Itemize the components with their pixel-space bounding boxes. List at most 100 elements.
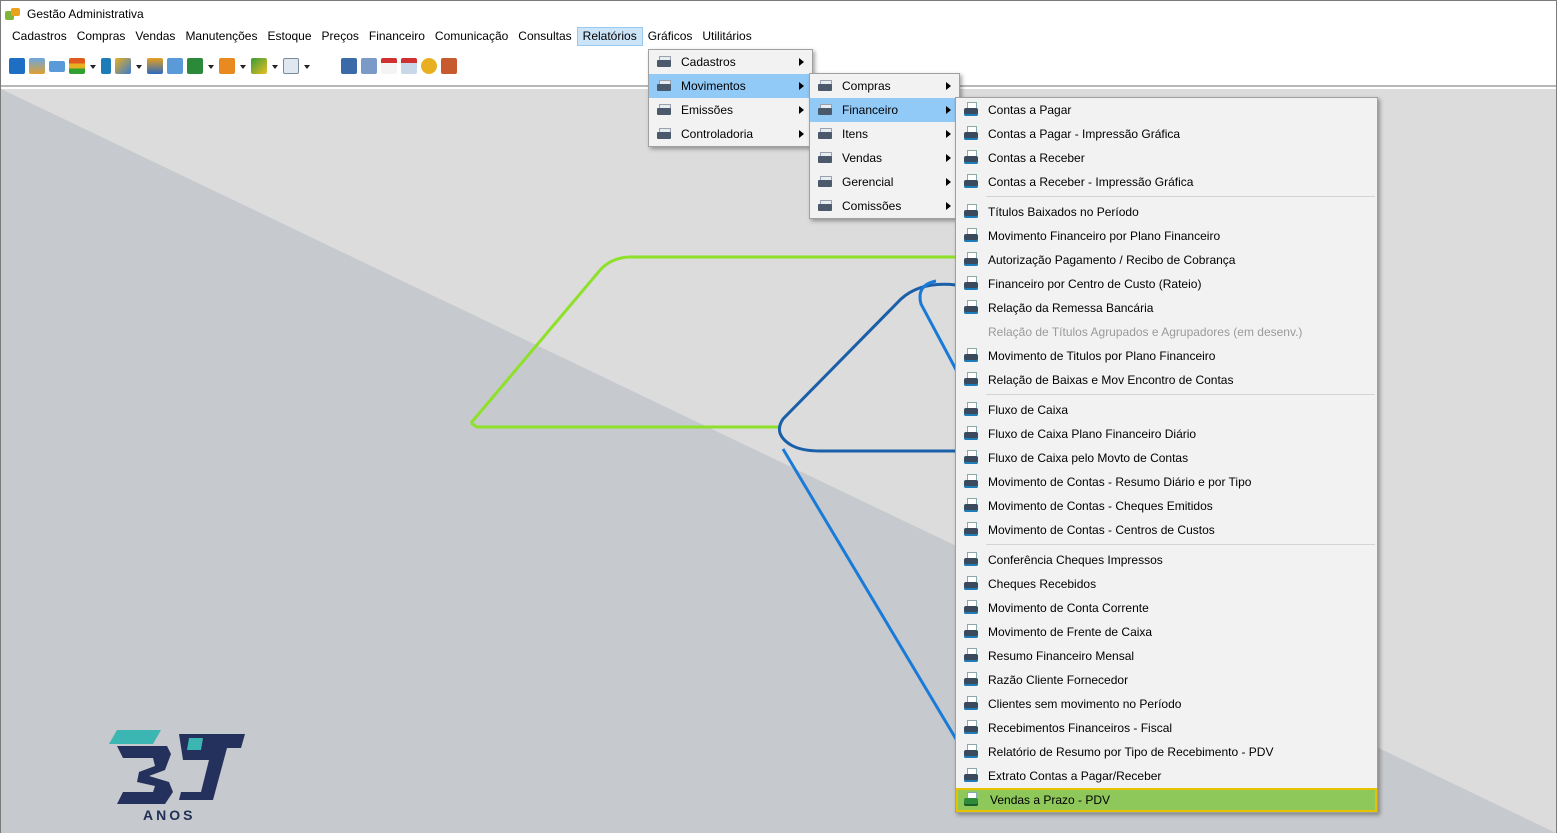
report-icon xyxy=(964,624,978,638)
menu-vendas[interactable]: Vendas xyxy=(135,29,176,43)
menu-item-controladoria[interactable]: Controladoria xyxy=(649,122,812,146)
report-item-conta-corrente[interactable]: Movimento de Conta Corrente xyxy=(956,596,1377,620)
report-item-contas-centros-custos[interactable]: Movimento de Contas - Centros de Custos xyxy=(956,518,1377,542)
building-icon[interactable] xyxy=(9,58,25,74)
report-icon xyxy=(964,522,978,536)
menu-item-emissoes[interactable]: Emissões xyxy=(649,98,812,122)
report-item-titulos-baixados[interactable]: Títulos Baixados no Período xyxy=(956,200,1377,224)
menu-item-movimentos[interactable]: Movimentos xyxy=(649,74,812,98)
report-item-contas-a-receber[interactable]: Contas a Receber xyxy=(956,146,1377,170)
menu-estoque[interactable]: Estoque xyxy=(267,29,312,43)
person-icon[interactable] xyxy=(147,58,163,74)
chart-bars-icon[interactable] xyxy=(69,58,85,74)
report-item-label: Movimento de Contas - Centros de Custos xyxy=(988,523,1215,537)
menu-item-label: Controladoria xyxy=(681,127,754,141)
report-item-label: Movimento de Conta Corrente xyxy=(988,601,1149,615)
menu-item-financeiro[interactable]: Financeiro xyxy=(810,98,959,122)
report-item-baixas-encontro-contas[interactable]: Relação de Baixas e Mov Encontro de Cont… xyxy=(956,368,1377,392)
report-item-recebimentos-fiscal[interactable]: Recebimentos Financeiros - Fiscal xyxy=(956,716,1377,740)
report-item-extrato-contas[interactable]: Extrato Contas a Pagar/Receber xyxy=(956,764,1377,788)
report-item-vendas-a-prazo-pdv[interactable]: Vendas a Prazo - PDV xyxy=(956,788,1377,812)
menu-comunicacao[interactable]: Comunicação xyxy=(434,29,509,43)
chevron-down-icon[interactable] xyxy=(271,58,279,74)
menu-relatorios[interactable]: Relatórios xyxy=(576,27,643,46)
menu-item-cadastros[interactable]: Cadastros xyxy=(649,50,812,74)
report-item-contas-a-receber-grafica[interactable]: Contas a Receber - Impressão Gráfica xyxy=(956,170,1377,194)
calendar-icon[interactable] xyxy=(381,58,397,74)
report-item-conferencia-cheques[interactable]: Conferência Cheques Impressos xyxy=(956,548,1377,572)
report-icon xyxy=(964,174,978,188)
report-item-resumo-mensal[interactable]: Resumo Financeiro Mensal xyxy=(956,644,1377,668)
menu-item-vendas[interactable]: Vendas xyxy=(810,146,959,170)
report-icon xyxy=(964,498,978,512)
menu-cadastros[interactable]: Cadastros xyxy=(12,29,67,43)
menu-utilitarios[interactable]: Utilitários xyxy=(702,29,752,43)
printer-icon xyxy=(657,80,671,92)
menu-item-label: Financeiro xyxy=(842,103,899,117)
menu-compras[interactable]: Compras xyxy=(76,29,126,43)
calendar-clock-icon[interactable] xyxy=(401,58,417,74)
submenu-arrow-icon xyxy=(946,106,951,114)
menu-separator xyxy=(956,392,1377,398)
grid-icon[interactable] xyxy=(341,58,357,74)
menu-financeiro[interactable]: Financeiro xyxy=(368,29,425,43)
menu-item-label: Gerencial xyxy=(842,175,894,189)
report-icon xyxy=(964,792,978,806)
report-item-centro-de-custo[interactable]: Financeiro por Centro de Custo (Rateio) xyxy=(956,272,1377,296)
logo-text: ANOS xyxy=(143,807,196,823)
report-item-label: Razão Cliente Fornecedor xyxy=(988,673,1129,687)
chevron-down-icon[interactable] xyxy=(89,58,97,74)
menu-item-itens[interactable]: Itens xyxy=(810,122,959,146)
menu-graficos[interactable]: Gráficos xyxy=(647,29,693,43)
bank-icon[interactable] xyxy=(167,58,183,74)
report-item-contas-a-pagar[interactable]: Contas a Pagar xyxy=(956,98,1377,122)
submenu-arrow-icon xyxy=(799,58,804,66)
document-icon[interactable] xyxy=(101,58,111,74)
report-item-titulos-plano-financeiro[interactable]: Movimento de Titulos por Plano Financeir… xyxy=(956,344,1377,368)
report-item-razao-cliente[interactable]: Razão Cliente Fornecedor xyxy=(956,668,1377,692)
cart-icon[interactable] xyxy=(187,58,203,74)
report-item-label: Conferência Cheques Impressos xyxy=(988,553,1163,567)
report-icon xyxy=(964,426,978,440)
chevron-down-icon[interactable] xyxy=(303,58,311,74)
menu-item-label: Cadastros xyxy=(681,55,736,69)
report-item-movimento-plano-financeiro[interactable]: Movimento Financeiro por Plano Financeir… xyxy=(956,224,1377,248)
calculator-icon[interactable] xyxy=(361,58,377,74)
report-item-contas-resumo-diario[interactable]: Movimento de Contas - Resumo Diário e po… xyxy=(956,470,1377,494)
report-icon xyxy=(964,672,978,686)
tools-icon[interactable] xyxy=(115,58,131,74)
submenu-arrow-icon xyxy=(799,130,804,138)
report-item-fluxo-de-caixa[interactable]: Fluxo de Caixa xyxy=(956,398,1377,422)
report-item-cheques-recebidos[interactable]: Cheques Recebidos xyxy=(956,572,1377,596)
report-item-autorizacao-pagamento[interactable]: Autorização Pagamento / Recibo de Cobran… xyxy=(956,248,1377,272)
lock-icon[interactable] xyxy=(421,58,437,74)
report-item-contas-a-pagar-grafica[interactable]: Contas a Pagar - Impressão Gráfica xyxy=(956,122,1377,146)
printer-icon[interactable] xyxy=(283,58,299,74)
report-item-frente-de-caixa[interactable]: Movimento de Frente de Caixa xyxy=(956,620,1377,644)
report-item-label: Movimento de Contas - Cheques Emitidos xyxy=(988,499,1213,513)
printer-icon xyxy=(657,56,671,68)
card-icon[interactable] xyxy=(49,60,65,72)
menu-item-compras[interactable]: Compras xyxy=(810,74,959,98)
menu-precos[interactable]: Preços xyxy=(321,29,359,43)
menu-manutencoes[interactable]: Manutenções xyxy=(185,29,258,43)
report-icon[interactable] xyxy=(441,58,457,74)
report-item-fluxo-plano-diario[interactable]: Fluxo de Caixa Plano Financeiro Diário xyxy=(956,422,1377,446)
financeiro-menu: Contas a Pagar Contas a Pagar - Impressã… xyxy=(955,97,1378,813)
report-item-contas-cheques-emitidos[interactable]: Movimento de Contas - Cheques Emitidos xyxy=(956,494,1377,518)
report-item-fluxo-movto-contas[interactable]: Fluxo de Caixa pelo Movto de Contas xyxy=(956,446,1377,470)
menu-item-gerencial[interactable]: Gerencial xyxy=(810,170,959,194)
chevron-down-icon[interactable] xyxy=(239,58,247,74)
users-icon[interactable] xyxy=(29,58,45,74)
menu-item-comissoes[interactable]: Comissões xyxy=(810,194,959,218)
chevron-down-icon[interactable] xyxy=(207,58,215,74)
chevron-down-icon[interactable] xyxy=(135,58,143,74)
box-icon[interactable] xyxy=(219,58,235,74)
report-item-resumo-recebimento-pdv[interactable]: Relatório de Resumo por Tipo de Recebime… xyxy=(956,740,1377,764)
report-item-clientes-sem-movimento[interactable]: Clientes sem movimento no Período xyxy=(956,692,1377,716)
report-item-label: Vendas a Prazo - PDV xyxy=(990,793,1111,807)
money-icon[interactable] xyxy=(251,58,267,74)
menu-consultas[interactable]: Consultas xyxy=(518,29,572,43)
report-item-remessa-bancaria[interactable]: Relação da Remessa Bancária xyxy=(956,296,1377,320)
printer-icon xyxy=(818,200,832,212)
